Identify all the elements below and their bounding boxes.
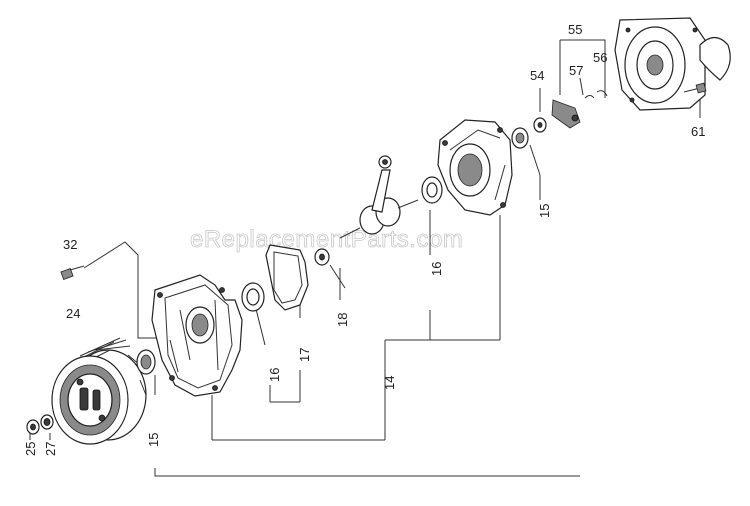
washer-54-part [533,117,547,133]
callout-32: 32 [63,237,77,252]
callout-16-right: 16 [429,262,444,276]
flywheel-part [51,337,147,445]
callout-57: 57 [569,63,583,78]
leader-line [329,264,346,289]
callout-labels: 55 56 57 54 61 15 16 18 17 16 14 32 24 1… [23,22,705,456]
leader-line [579,77,584,96]
callout-15-right: 15 [537,204,552,218]
bracket-line [154,468,580,477]
callout-61: 61 [691,124,705,139]
leader-line [254,304,266,346]
leader-line [529,144,541,176]
callout-55: 55 [568,22,582,37]
callout-18: 18 [335,313,350,327]
watermark: eReplacementParts.com [190,226,463,253]
screw-61-part [683,82,707,94]
starter-housing-part [614,17,731,111]
leader-line [560,39,606,98]
callout-24: 24 [66,306,80,321]
callout-17: 17 [297,348,312,362]
crankshaft-part [339,155,419,239]
seal-15-right-part [511,127,529,149]
seal-16-right-part [421,176,443,204]
callout-27: 27 [43,442,58,456]
seal-15-left-part [136,349,156,375]
callout-16-left: 16 [267,368,282,382]
crankcase-left-part [151,274,243,397]
gasket-17-part [265,244,309,311]
callout-15-left: 15 [146,433,161,447]
leader-lines [29,39,701,477]
washer-18-part [314,248,330,266]
callout-56: 56 [593,50,607,65]
seal-16-left-part [241,282,265,312]
screw-32-part [60,265,85,280]
nut-27-part [40,414,54,430]
pawl-assembly-part [551,90,608,129]
callout-25: 25 [23,442,38,456]
washer-25-part [26,419,40,435]
crankcase-right-part [437,119,513,216]
callout-54: 54 [530,68,544,83]
callout-14: 14 [382,376,397,390]
